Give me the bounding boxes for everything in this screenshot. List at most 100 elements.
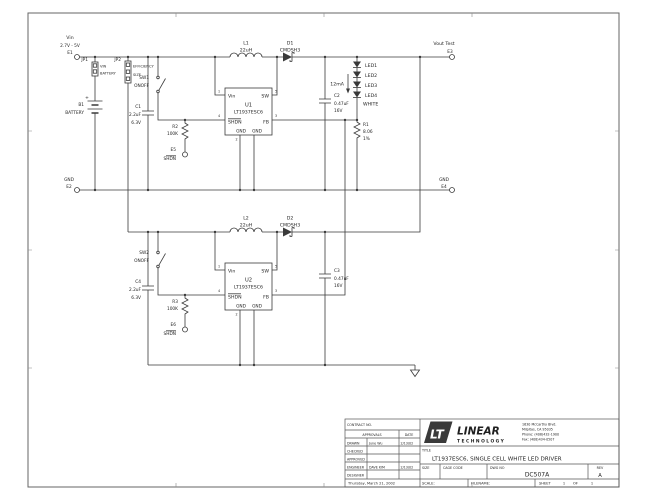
capacitor-c1: C1 2.2uF 6.3V [129, 57, 154, 190]
l1-ref: L1 [243, 41, 249, 47]
u2-pin-number-1: 1 [218, 265, 220, 269]
top-ground-rail: GND E2 GND E4 [64, 177, 455, 193]
u2-pin-number-3: 3 [275, 289, 277, 293]
drawn-name: June Wu [368, 441, 382, 445]
vout-label: Vout Test [433, 41, 454, 47]
u1-pin-number-5: 5 [275, 90, 277, 94]
u1-pin-vin: Vin [228, 94, 235, 100]
led3-symbol [353, 81, 361, 88]
vin-label: Vin [66, 35, 73, 41]
terminal-e6-label: E6 [171, 322, 177, 328]
sw1-label: ONOFF [134, 83, 149, 89]
bottom-ground-rail [148, 364, 421, 378]
engineer-date: 2/13/02 [401, 465, 414, 469]
u2-pin-number-5: 5 [275, 265, 277, 269]
terminal-e6-pad [182, 326, 188, 333]
switch-sw2: SW2 ONOFF [134, 232, 225, 296]
drawing-title: LT1937ESC6, SINGLE CELL WHITE LED DRIVER [432, 457, 562, 463]
address-line-3: Phone: (408)432-1900 [522, 433, 559, 437]
c4-value: 2.2uF [129, 287, 142, 293]
d1-ref: D1 [287, 41, 294, 47]
u2-pin-vin: Vin [228, 269, 235, 275]
b1-label: BATTERY [65, 110, 84, 116]
of-label: OF [573, 482, 578, 486]
u1-pin-gnd1: GND [236, 129, 247, 135]
b1-ref: B1 [78, 102, 84, 108]
terminal-e4-pad [449, 187, 455, 193]
u1-pin-shdn: SHDN [228, 120, 242, 126]
u2-pin-gnd2: GND [252, 304, 263, 310]
c3-symbol [319, 232, 331, 365]
jp1-ref: JP1 [80, 57, 88, 63]
c1-rating: 6.3V [131, 120, 141, 126]
u1-pin-number-2: 2 [235, 138, 237, 142]
engineer-name: DAVE KIM [369, 465, 385, 469]
jp1-pos1-label: VIN [100, 65, 107, 69]
led4-symbol [353, 91, 361, 98]
c2-value: 0.47uF [334, 101, 349, 107]
terminal-e5-label: E5 [171, 147, 177, 153]
u2-part: LT1937ESC6 [234, 285, 263, 291]
sheet-border [27, 12, 620, 488]
c3-rating: 16V [334, 283, 342, 289]
jumper-jp2: JP2 EFFICIENCY SIZE [113, 57, 154, 232]
jp2-pos1-label: EFFICIENCY [133, 65, 154, 69]
c2-rating: 16V [334, 108, 342, 114]
address-line-2: Milpitas, CA 95035 [522, 428, 553, 432]
logo-name-linear: LINEAR [457, 426, 500, 438]
u1-pin-fb: FB [263, 120, 269, 126]
print-date: Thursday, March 21, 2002 [347, 482, 395, 486]
r1-symbol [353, 120, 361, 190]
rev-label: REV [597, 466, 604, 470]
r1-value: 8.06 [363, 129, 373, 135]
d1-symbol [283, 52, 292, 62]
c1-ref: C1 [135, 104, 141, 110]
u1-pin-number-3: 3 [275, 114, 277, 118]
dwg-no-value: DC507A [525, 472, 550, 479]
diode-d1: D1 CMDSH3 [280, 41, 300, 62]
r3-value: 100K [167, 306, 178, 312]
capacitor-c2: C2 0.47uF 16V [319, 57, 349, 190]
led3-label: LED3 [365, 83, 377, 89]
terminal-e5-pad [182, 151, 188, 158]
drawn-date: 2/13/02 [401, 441, 414, 445]
r2-symbol [181, 120, 189, 152]
resistor-r1: R1 8.06 1% [353, 120, 373, 190]
r2-ref: R2 [172, 124, 178, 130]
jp1-pos2-label: BATTERY [100, 72, 117, 76]
bottom-power-rail [128, 57, 421, 233]
u2-pin-shdn: SHDN [228, 295, 242, 301]
led2-symbol [353, 71, 361, 78]
c3-value: 0.47uF [334, 276, 349, 282]
terminal-e2-label: E2 [66, 184, 72, 190]
led-current-label: 12mA [330, 82, 345, 88]
resistor-r2: R2 100K E5 SHDN [164, 120, 189, 162]
jp2-pos2-label: SIZE [133, 73, 142, 77]
led4-label: LED4 [365, 93, 377, 99]
r3-ref: R3 [172, 299, 178, 305]
led-color-label: WHITE [363, 102, 378, 108]
gnd-right-label: GND [439, 177, 450, 183]
gnd-left-label: GND [64, 177, 75, 183]
linear-technology-logo: LT LINEAR TECHNOLOGY [424, 421, 505, 445]
u1-body [224, 87, 273, 136]
sw1-ref: SW1 [139, 75, 149, 81]
capacitor-c4: C4 2.2uF 6.3V [129, 232, 154, 365]
led1-label: LED1 [365, 63, 377, 69]
l1-symbol [229, 52, 263, 58]
c4-ref: C4 [135, 279, 141, 285]
vout-terminal: Vout Test E3 [433, 41, 455, 60]
battery-long-plates [87, 100, 103, 110]
address-line-4: Fax: (408)434-0507 [522, 438, 554, 442]
jumper-jp1: JP1 VIN BATTERY [80, 57, 117, 77]
logo-name-technology: TECHNOLOGY [457, 439, 505, 445]
c4-symbol [142, 232, 154, 365]
junction-dots [93, 55, 422, 367]
r1-tol: 1% [363, 136, 370, 142]
u1-pin-number-4: 4 [218, 114, 220, 118]
u2-pin-fb: FB [263, 295, 269, 301]
terminal-e2-pad [74, 187, 80, 193]
sw2-blade [158, 253, 166, 266]
